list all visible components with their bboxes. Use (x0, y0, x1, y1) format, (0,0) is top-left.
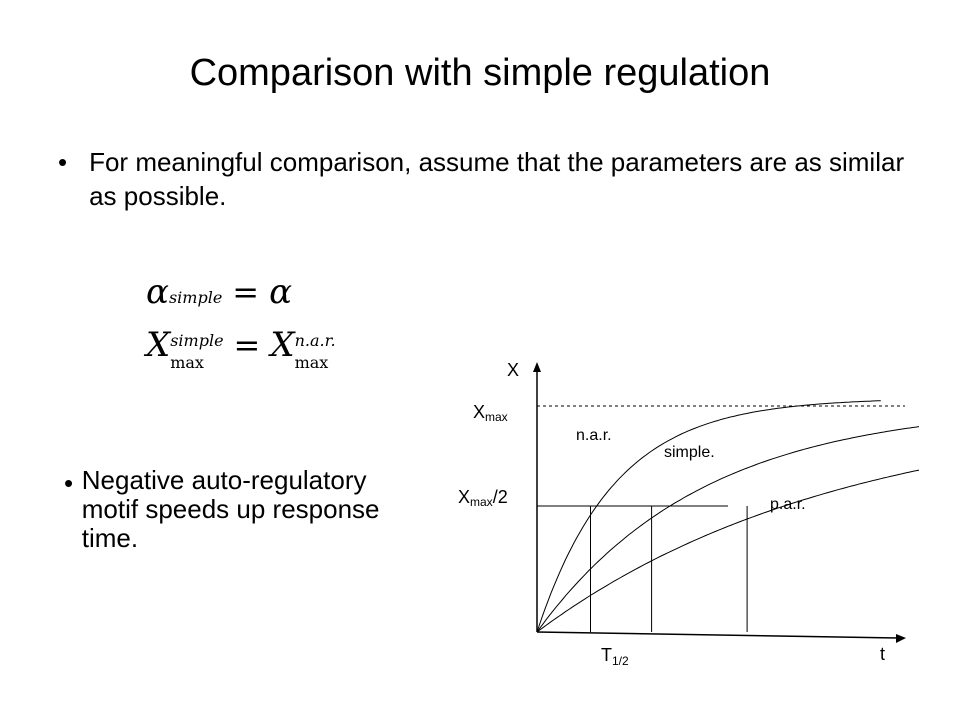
eq2-lhs-sub: max (170, 352, 204, 372)
curve-label-simple: simple. (664, 444, 715, 461)
eq1-equals: = (232, 273, 260, 311)
eq2-lhs: X (146, 325, 171, 365)
eq2-rhs: X (270, 325, 295, 365)
curve-nar (536, 400, 881, 633)
y-axis-arrow (533, 362, 541, 372)
bullet-text-2: Negative auto-regulatory motif speeds up… (81, 465, 380, 553)
x-axis (536, 631, 901, 639)
eq2-rhs-sup: n.a.r. (294, 330, 336, 350)
eq1-rhs: α (269, 272, 293, 312)
curve-label-par: p.a.r. (770, 496, 806, 513)
bullet-dot-icon: • (64, 468, 74, 498)
curve-simple (536, 426, 920, 633)
x-axis-arrow (896, 634, 906, 643)
t-half-label: T1/2 (601, 645, 629, 668)
bullet-text-1: For meaningful comparison, assume that t… (89, 147, 905, 211)
slide-title: Comparison with simple regulation (189, 52, 771, 94)
eq1-lhs: α (146, 272, 169, 312)
eq2-lhs-sup: simple (170, 330, 224, 350)
x-axis-label: t (880, 644, 885, 664)
bullet-dot-icon: • (58, 147, 68, 177)
curve-par (536, 469, 920, 633)
eq1-lhs-sub: simple (168, 288, 223, 307)
xhalf-label: Xmax/2 (458, 487, 508, 509)
equation-alpha: αsimple=α (146, 272, 292, 312)
bullet-point-2: • Negative auto-regulatory motif speeds … (64, 466, 404, 553)
eq2-equals: = (233, 326, 261, 364)
y-axis-label: X (507, 360, 519, 380)
curve-label-nar: n.a.r. (576, 427, 612, 444)
bullet-point-1: • For meaningful comparison, assume that… (58, 145, 918, 213)
eq2-rhs-sub: max (294, 352, 329, 372)
xmax-label: Xmax (473, 402, 508, 424)
